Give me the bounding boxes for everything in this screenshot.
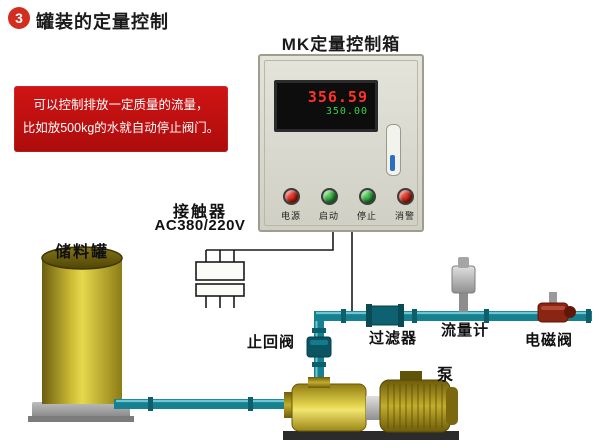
- contactor-symbol: [195, 261, 245, 297]
- pipe-flanges: [148, 309, 591, 411]
- solenoid-valve-device: [537, 292, 576, 323]
- panel-button-start: 启动: [312, 188, 346, 222]
- pump-label: 泵: [436, 367, 453, 384]
- flow-meter-label: 流量计: [440, 322, 489, 339]
- cabinet-door: [264, 60, 418, 226]
- start-button-label: 启动: [318, 211, 339, 221]
- check-valve: [306, 336, 332, 358]
- note-box: 可以控制排放一定质量的流量， 比如放500kg的水就自动停止阀门。: [14, 86, 228, 152]
- alarm-button-icon: [396, 188, 414, 205]
- storage-tank-label: 储料罐: [54, 244, 109, 261]
- page-title: 罐装的定量控制: [36, 12, 169, 32]
- control-cabinet: 356.59 350.00 电源 启动 停止 消警: [258, 54, 424, 232]
- filter-label: 过滤器: [368, 330, 417, 347]
- start-button-icon: [320, 188, 338, 205]
- control-wires: [205, 232, 353, 311]
- pump-assembly: [283, 371, 459, 440]
- note-line-2: 比如放500kg的水就自动停止阀门。: [22, 121, 220, 136]
- power-button-label: 电源: [280, 211, 301, 221]
- alarm-button-label: 消警: [394, 211, 415, 221]
- note-line-1: 可以控制排放一定质量的流量，: [33, 98, 209, 112]
- panel-button-alarm: 消警: [388, 188, 422, 222]
- display-sv-value: 350.00: [325, 106, 368, 117]
- flow-meter-device: [451, 257, 476, 312]
- section-number-badge: 3: [8, 7, 30, 29]
- level-indicator: [386, 124, 401, 176]
- panel-button-power: 电源: [274, 188, 308, 222]
- cabinet-title: MK定量控制箱: [281, 35, 401, 54]
- contactor-spec-label: AC380/220V: [154, 217, 246, 234]
- display-pv-value: 356.59: [307, 88, 368, 106]
- contactor-label: 接触器: [172, 204, 227, 221]
- level-indicator-bar: [390, 155, 395, 171]
- stop-button-icon: [358, 188, 376, 205]
- panel-button-stop: 停止: [350, 188, 384, 222]
- power-button-icon: [282, 188, 300, 205]
- solenoid-valve-label: 电磁阀: [524, 332, 573, 349]
- filter-device: [366, 304, 404, 327]
- check-valve-label: 止回阀: [246, 334, 295, 351]
- stop-button-label: 停止: [356, 211, 377, 221]
- digital-display: 356.59 350.00: [274, 80, 378, 132]
- storage-tank: [28, 246, 134, 422]
